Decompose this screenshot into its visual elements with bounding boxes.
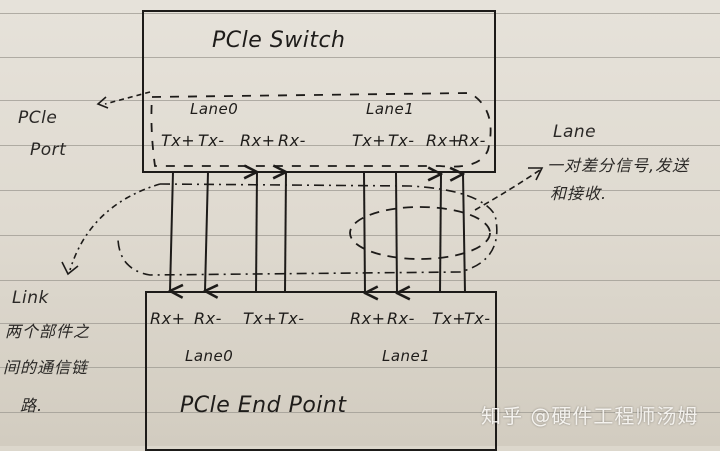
paper-rule (0, 280, 720, 281)
port-annotation-line2: Port (30, 140, 67, 160)
paper-rule (0, 100, 720, 101)
lane-annotation-line1: 一对差分信号,发送 (547, 156, 690, 175)
switch-lane0-rxp: Rx+ (240, 131, 276, 150)
link-annotation-title: Link (12, 288, 49, 308)
wire-lane0-rxp (256, 172, 257, 293)
port-annotation-line1: PCle (18, 108, 58, 128)
pcie-endpoint-title: PCle End Point (180, 393, 347, 418)
link-annotation-line1: 两个部件之 (5, 322, 91, 341)
lane-enclosure (349, 206, 491, 260)
paper-rule (0, 190, 720, 191)
switch-lane0-label: Lane0 (190, 100, 239, 118)
endpoint-lane1-label: Lane1 (382, 347, 431, 365)
switch-lane1-rxp: Rx+ (426, 131, 462, 150)
port-enclosure (150, 92, 492, 168)
endpoint-lane1-txp: Tx+ (432, 309, 467, 328)
link-annotation-line2: 间的通信链 (3, 358, 89, 377)
endpoint-lane0-label: Lane0 (185, 347, 234, 365)
link-enclosure (117, 183, 498, 276)
paper-rule (0, 145, 720, 146)
paper-rule (0, 412, 720, 413)
paper-rule (0, 57, 720, 58)
paper-rule (0, 235, 720, 236)
wire-lane0-txp (170, 171, 173, 291)
paper-rule (0, 323, 720, 324)
switch-lane1-rxn: Rx- (458, 131, 486, 150)
endpoint-lane0-txp: Tx+ (243, 309, 278, 328)
switch-lane1-txp: Tx+ (352, 131, 387, 150)
paper-rule (0, 13, 720, 14)
watermark: 知乎 @硬件工程师汤姆 (481, 404, 699, 428)
lane-annotation-line2: 和接收. (550, 184, 608, 203)
switch-lane0-txp: Tx+ (161, 131, 196, 150)
lane-annotation-title: Lane (553, 122, 597, 142)
endpoint-lane1-rxn: Rx- (387, 309, 415, 328)
pcie-switch-title: PCle Switch (212, 28, 346, 53)
wire-lane1-txp (363, 172, 365, 293)
paper-rule (0, 367, 720, 368)
link-annotation-line3: 路. (20, 396, 44, 415)
wire-lane1-rxn (463, 174, 466, 294)
endpoint-lane1-rxp: Rx+ (350, 309, 386, 328)
switch-lane1-label: Lane1 (366, 100, 415, 118)
endpoint-lane1-txn: Tx- (464, 309, 491, 328)
wire-lane1-rxp (440, 174, 441, 294)
wire-lane0-txn (205, 171, 208, 291)
pcie-switch-box (142, 10, 496, 173)
switch-lane1-txn: Tx- (388, 131, 415, 150)
endpoint-lane0-rxn: Rx- (194, 309, 222, 328)
wire-lane0-rxn (285, 172, 286, 293)
switch-lane0-rxn: Rx- (278, 131, 306, 150)
wire-lane1-txn (395, 172, 397, 293)
switch-lane0-txn: Tx- (198, 131, 225, 150)
endpoint-lane0-txn: Tx- (278, 309, 305, 328)
endpoint-lane0-rxp: Rx+ (150, 309, 186, 328)
